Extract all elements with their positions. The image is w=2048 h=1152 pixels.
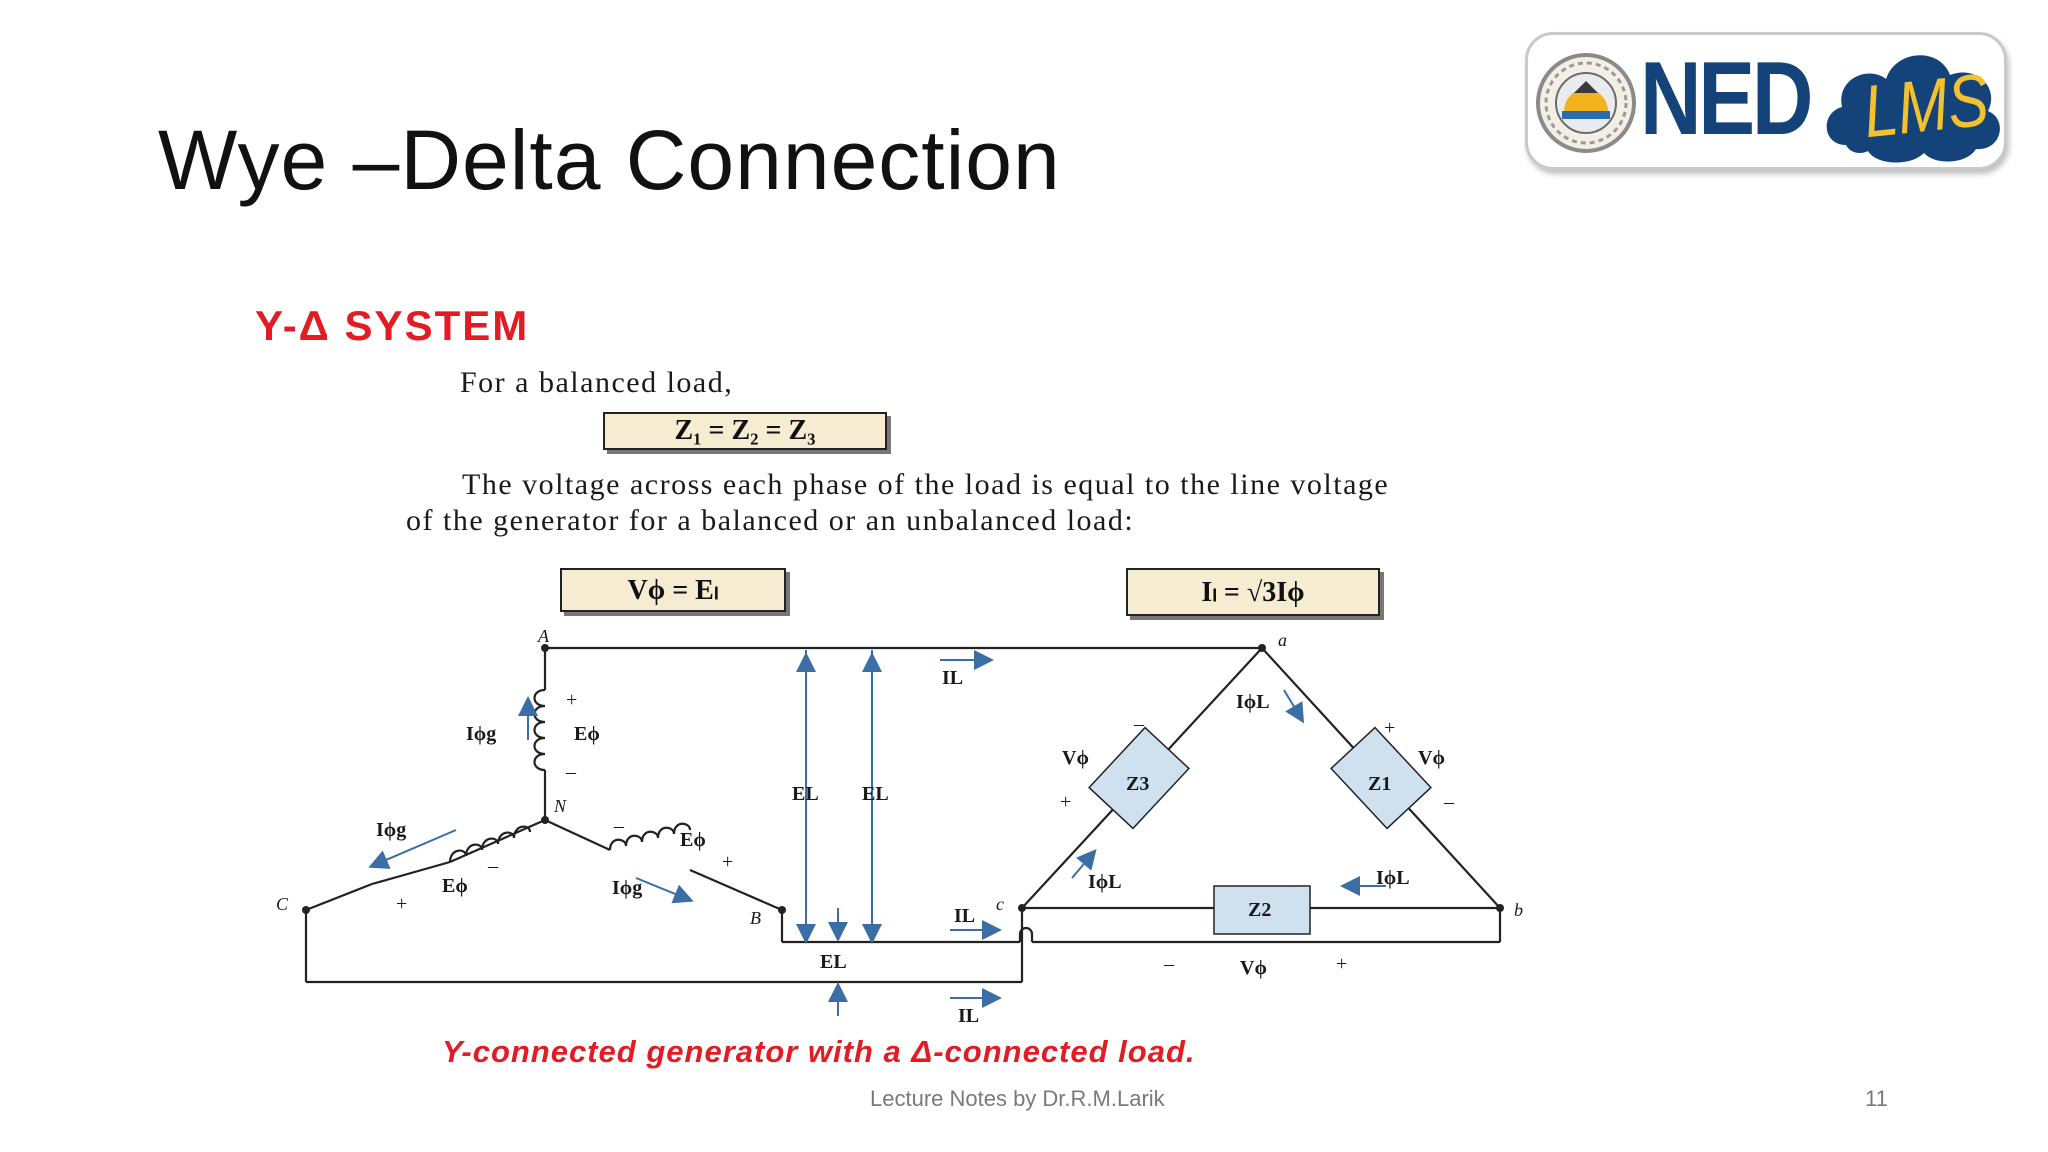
label-el-3: EL: [820, 951, 847, 973]
label-plus-z1: +: [1384, 717, 1395, 739]
label-il-1: IL: [942, 667, 963, 689]
statement-line-2: of the generator for a balanced or an un…: [406, 504, 1135, 537]
figure-caption: Y-connected generator with a Δ-connected…: [442, 1034, 1196, 1069]
logo-wordmark: NED: [1640, 41, 1813, 157]
label-iphil-bottom: IϕL: [1376, 867, 1410, 889]
university-seal-icon: [1536, 53, 1636, 153]
footer-text: Lecture Notes by Dr.R.M.Larik: [870, 1086, 1165, 1111]
wye-generator: [302, 644, 786, 914]
label-plus-a: +: [566, 689, 577, 711]
impedance-z3: [1088, 726, 1190, 830]
slide-number: 11: [1865, 1086, 1888, 1111]
label-minus-a: –: [565, 761, 577, 783]
label-vphi-bottom: Vϕ: [1240, 957, 1267, 979]
coil-c: [448, 825, 532, 863]
section-title: Y-Δ SYSTEM: [255, 302, 530, 349]
label-el-1: EL: [792, 783, 819, 805]
label-plus-b: +: [722, 851, 733, 873]
label-vphi-left: Vϕ: [1062, 747, 1089, 769]
measurement-arrows: [368, 650, 1386, 1016]
voltage-equation: Vϕ = Eₗ: [560, 568, 786, 612]
node-label-B: B: [750, 908, 761, 928]
label-ephi-b: Eϕ: [680, 829, 706, 851]
label-il-2: IL: [954, 905, 975, 927]
coil-a: [533, 688, 546, 772]
label-il-3: IL: [958, 1005, 979, 1027]
label-plus-c: +: [396, 893, 407, 915]
label-vphi-right: Vϕ: [1418, 747, 1445, 769]
intro-text: For a balanced load,: [460, 366, 734, 399]
node-label-a: a: [1278, 630, 1287, 650]
impedance-z1: [1330, 726, 1432, 830]
label-minus-b: –: [613, 815, 625, 837]
node-label-C: C: [276, 894, 289, 914]
transmission-lines: [304, 646, 1500, 984]
current-equation-text: Iₗ = √3Iϕ: [1201, 577, 1305, 608]
coil-b: [608, 822, 692, 851]
cloud-badge-icon: [1826, 55, 2000, 163]
node-label-c: c: [996, 894, 1004, 914]
label-el-2: EL: [862, 783, 889, 805]
current-equation: Iₗ = √3Iϕ: [1126, 568, 1380, 616]
label-z3: Z3: [1126, 773, 1149, 795]
node-label-b: b: [1514, 900, 1523, 920]
ned-lms-logo: NED LMS: [1525, 32, 2007, 170]
label-plus-z2: +: [1336, 953, 1347, 975]
delta-load: [1018, 644, 1504, 942]
label-z1: Z1: [1368, 773, 1391, 795]
label-iphig-a: Iϕg: [466, 723, 496, 745]
label-ephi-c: Eϕ: [442, 875, 468, 897]
label-minus-z2: –: [1163, 953, 1175, 975]
label-minus-c: –: [487, 855, 499, 877]
impedance-equation-text: Z₁ = Z₂ = Z₃: [674, 415, 816, 446]
label-minus-z1: –: [1443, 791, 1455, 813]
label-iphil-top: IϕL: [1236, 691, 1270, 713]
label-ephi-a: Eϕ: [574, 723, 600, 745]
label-plus-z3: +: [1060, 791, 1071, 813]
label-minus-z3: –: [1133, 713, 1145, 735]
node-label-A: A: [537, 626, 550, 646]
label-iphig-c: Iϕg: [376, 819, 406, 841]
label-z2: Z2: [1248, 899, 1271, 921]
voltage-equation-text: Vϕ = Eₗ: [627, 575, 719, 606]
impedance-z2: [1213, 885, 1311, 935]
impedance-equation: Z₁ = Z₂ = Z₃: [603, 412, 887, 450]
statement-line-1: The voltage across each phase of the loa…: [462, 468, 1390, 501]
label-iphil-left: IϕL: [1088, 871, 1122, 893]
slide-title: Wye –Delta Connection: [158, 113, 1061, 207]
node-label-N: N: [553, 796, 567, 816]
label-iphig-b: Iϕg: [612, 877, 642, 899]
